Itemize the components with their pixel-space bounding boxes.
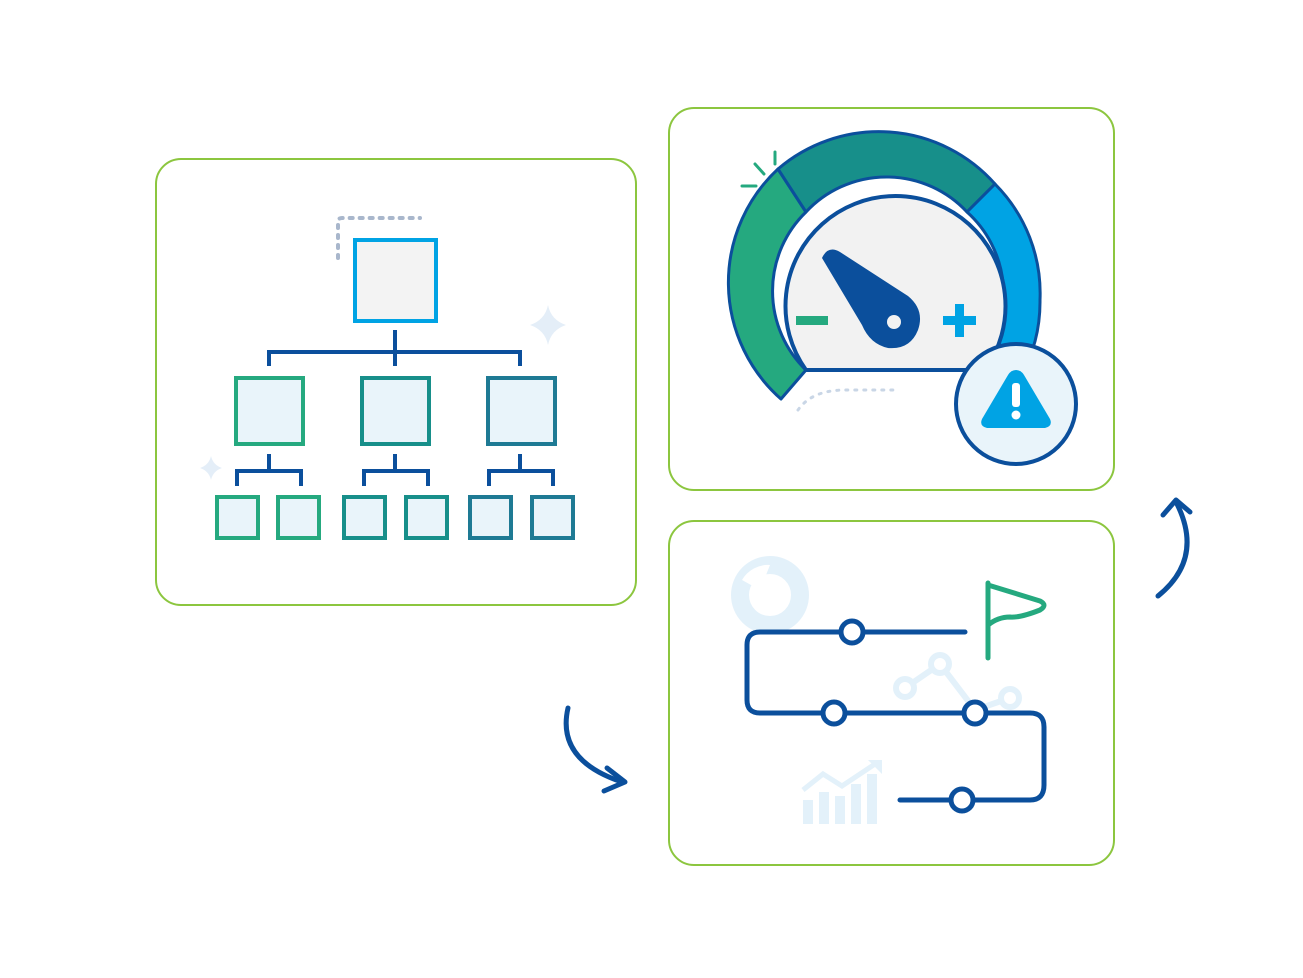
top-node: [353, 238, 438, 323]
sparkle-icon: [200, 456, 222, 480]
leaf-node: [342, 495, 387, 540]
plus-icon: [943, 304, 976, 337]
mid-node: [234, 376, 305, 446]
minus-icon: [796, 316, 828, 325]
warning-triangle-icon: [954, 342, 1078, 466]
line-chart-icon: [893, 652, 1022, 714]
mid-node: [360, 376, 431, 446]
roadmap-icon: [731, 556, 1047, 824]
speedometer-icon: [726, 130, 1078, 466]
milestone-dot: [820, 618, 989, 814]
org-chart-icon: [200, 216, 575, 540]
mid-node: [486, 376, 557, 446]
leaf-node: [215, 495, 260, 540]
leaf-node: [468, 495, 513, 540]
curved-arrow-icon: [563, 705, 628, 794]
sparkle-icon: [530, 305, 566, 345]
leaf-node: [404, 495, 449, 540]
bar-chart-icon: [801, 760, 882, 824]
curved-arrow-icon: [1155, 497, 1193, 599]
leaf-node: [530, 495, 575, 540]
donut-chart-icon: [731, 556, 809, 634]
leaf-node: [276, 495, 321, 540]
flag-icon: [985, 580, 1047, 661]
